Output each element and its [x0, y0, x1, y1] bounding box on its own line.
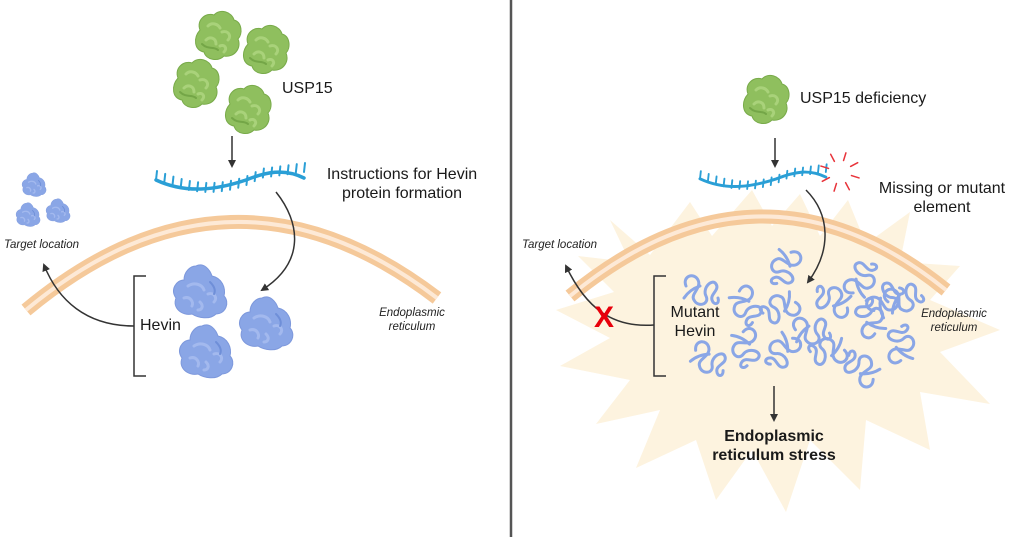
hevin-target-protein-icon [21, 172, 47, 198]
right-panel [556, 73, 1000, 512]
usp15-protein-icon [741, 73, 791, 125]
mrna-base-tick [746, 180, 749, 190]
mrna-base-tick [809, 165, 812, 176]
burst-dash [850, 174, 860, 179]
mrna-base-tick [793, 167, 797, 178]
er-stress-label-line1: Endoplasmic [724, 428, 824, 445]
er-label-left: Endoplasmic reticulum [372, 307, 452, 334]
mrna-label-line2: protein formation [341, 184, 463, 202]
mrna-base-tick [212, 181, 216, 193]
mrna-base-tick [187, 179, 191, 191]
mrna-base-tick [261, 167, 265, 179]
mrna-base-tick [294, 163, 298, 175]
mrna-base-tick [237, 177, 241, 189]
mrna-base-tick [817, 164, 820, 174]
mrna-base-tick [777, 173, 781, 184]
mrna-base-tick [303, 162, 306, 173]
arrow-blocked-to-target [564, 264, 655, 327]
hevin-label: Hevin [140, 317, 181, 334]
mrna-base-tick [163, 172, 167, 184]
left-panel [15, 9, 442, 380]
mrna-base-tick [196, 181, 200, 193]
mrna-base-tick [730, 179, 734, 189]
mrna-base-tick [253, 171, 257, 183]
mutant-hevin-bracket [653, 275, 666, 377]
usp15-protein-icon [223, 83, 273, 135]
hevin-folded-protein-icon [172, 263, 229, 320]
mrna-base-tick [204, 181, 208, 193]
mrna-base-tick [761, 178, 765, 188]
burst-dash [844, 181, 851, 191]
mrna-base-tick [220, 181, 224, 193]
target-location-label: Target location [4, 239, 80, 251]
usp15-deficiency-label: USP15 deficiency [800, 90, 927, 107]
mutant-hevin-label-line1: Mutant [670, 304, 720, 321]
hevin-target-protein-icon [45, 198, 71, 224]
mrna-strand-icon [154, 162, 306, 193]
er-membrane-right [565, 209, 951, 302]
mutation-label-line1: Missing or mutant [878, 180, 1006, 197]
er-label-line1: Endoplasmic [379, 307, 445, 319]
target-location-label: Target location [522, 239, 598, 251]
er-membrane-left [21, 214, 442, 316]
mutant-hevin-label-line2: Hevin [674, 322, 716, 340]
er-label-right: Endoplasmic reticulum [914, 308, 994, 335]
arrow-mrna-to-mutant-hevin [805, 189, 826, 284]
blocked-x-icon: X [594, 301, 615, 334]
usp15-protein-icon [193, 9, 243, 61]
er-label-line2: reticulum [930, 321, 978, 334]
usp15-label: USP15 [282, 80, 333, 97]
arrow-hevin-to-target [42, 263, 135, 327]
burst-dash [820, 165, 830, 170]
mutation-label-line2: element [913, 198, 971, 216]
mrna-base-tick [229, 179, 232, 191]
burst-dash [833, 182, 838, 192]
er-stress-burst [556, 190, 1000, 512]
mrna-base-tick [155, 170, 158, 181]
mrna-base-tick [245, 175, 249, 187]
mrna-base-tick [722, 177, 726, 188]
burst-dash [821, 176, 831, 183]
er-label-line2: reticulum [388, 320, 436, 333]
mutation-label: Missing or mutant element [868, 180, 1016, 218]
mrna-base-tick [286, 164, 290, 176]
mrna-base-tick [278, 165, 282, 177]
mrna-base-tick [754, 179, 757, 190]
mrna-base-tick [714, 175, 718, 186]
mutant-hevin-label: Mutant Hevin [664, 304, 726, 342]
mrna-label: Instructions for Hevin protein formation [306, 166, 498, 204]
arrow-mrna-to-hevin [260, 191, 296, 292]
burst-dash [829, 153, 836, 163]
mrna-base-tick [179, 178, 183, 190]
missing-element-burst-icon [820, 152, 860, 192]
mrna-base-tick [171, 175, 175, 187]
hevin-folded-protein-icon [238, 295, 295, 352]
mrna-base-tick [801, 166, 804, 177]
mrna-base-tick [785, 169, 789, 180]
er-label-line1: Endoplasmic [921, 308, 987, 320]
mrna-base-tick [699, 170, 702, 180]
burst-dash [849, 161, 859, 168]
mrna-base-tick [738, 180, 742, 190]
hevin-folded-protein-icon [178, 323, 235, 380]
er-stress-label: Endoplasmic reticulum stress [694, 428, 854, 466]
burst-dash [842, 152, 847, 162]
mrna-strand-icon [698, 163, 828, 190]
er-stress-label-line2: reticulum stress [712, 446, 836, 464]
mrna-base-tick [769, 176, 773, 187]
mrna-base-tick [270, 166, 274, 178]
usp15-protein-icon [171, 57, 221, 109]
usp15-protein-icon [241, 23, 291, 75]
mrna-label-line1: Instructions for Hevin [326, 166, 478, 183]
hevin-target-protein-icon [15, 202, 41, 228]
mrna-base-tick [706, 172, 710, 183]
